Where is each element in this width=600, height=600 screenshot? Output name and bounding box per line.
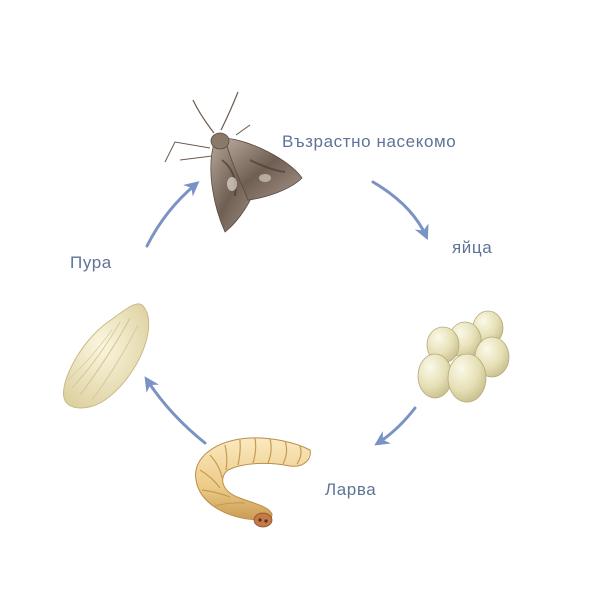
stage-label-eggs: яйца bbox=[452, 238, 493, 257]
arrow-pupa-to-adult bbox=[145, 181, 200, 248]
stage-label-pupa: Пура bbox=[70, 253, 112, 272]
eggs-icon bbox=[417, 310, 510, 403]
stage-label-larva: Ларва bbox=[325, 480, 377, 499]
arrow-larva-to-pupa bbox=[144, 376, 207, 445]
stage-label-adult: Възрастно насекомо bbox=[282, 132, 457, 151]
moth-icon bbox=[164, 91, 303, 233]
arrow-adult-to-eggs bbox=[371, 180, 429, 241]
pupa-icon bbox=[63, 303, 150, 409]
arrow-eggs-to-larva bbox=[374, 406, 417, 446]
larva-icon bbox=[195, 437, 311, 528]
